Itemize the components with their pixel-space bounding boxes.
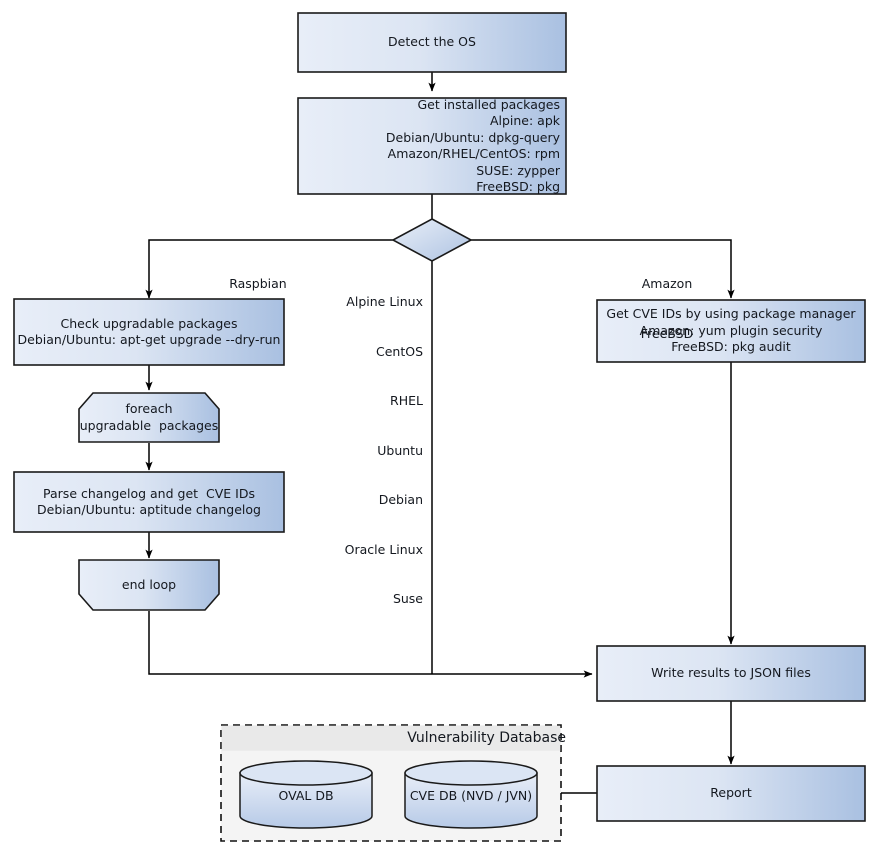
node-write-results-to-json-files[interactable]	[597, 646, 865, 701]
shape-write-results-to-json-files	[596, 645, 866, 702]
cylinder-shapes	[239, 760, 538, 829]
shape-get-cve-ids-package-manager	[596, 299, 866, 363]
shape-foreach-loop-start	[78, 392, 220, 443]
node-detect-the-os[interactable]	[298, 13, 566, 72]
node-oval-db[interactable]	[240, 761, 372, 828]
shape-cve-db	[404, 760, 538, 829]
node-foreach-loop-start[interactable]	[79, 393, 219, 442]
shape-detect-the-os	[297, 12, 567, 73]
node-report[interactable]	[597, 766, 865, 821]
node-shapes	[13, 12, 866, 822]
shape-get-installed-packages	[297, 97, 567, 195]
shape-oval-db	[239, 760, 373, 829]
edge-decision-amazon-freebsd	[471, 239, 735, 299]
shape-end-loop	[78, 559, 220, 611]
edges	[145, 72, 735, 794]
node-parse-changelog[interactable]	[14, 472, 284, 532]
shape-report	[596, 765, 866, 822]
node-check-upgradable-packages[interactable]	[14, 299, 284, 365]
node-end-loop[interactable]	[79, 560, 219, 610]
node-get-cve-ids-package-manager[interactable]	[597, 300, 865, 362]
node-cve-db[interactable]	[405, 761, 537, 828]
node-os-branch-decision[interactable]	[393, 219, 471, 261]
shape-check-upgradable-packages	[13, 298, 285, 366]
edge-endloop-to-write	[148, 611, 593, 678]
shape-os-branch-decision	[391, 218, 473, 262]
node-get-installed-packages[interactable]	[298, 98, 566, 194]
edge-decision-raspbian	[145, 239, 393, 299]
shape-parse-changelog	[13, 471, 285, 533]
